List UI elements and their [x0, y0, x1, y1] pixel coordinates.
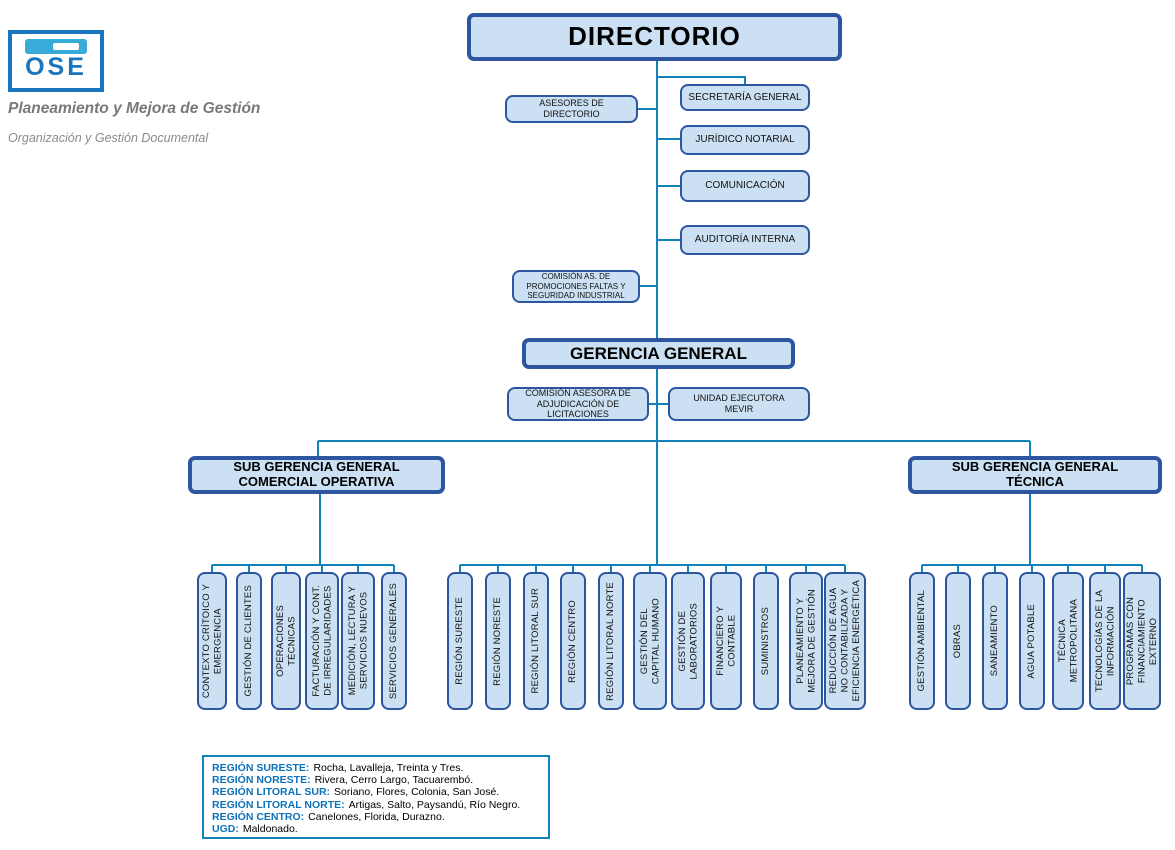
legend-text: Canelones, Florida, Durazno.	[308, 810, 445, 823]
node-unidad-mevir: UNIDAD EJECUTORA MEVIR	[668, 387, 810, 421]
node-gestion-ambiental: GESTIÓN AMBIENTAL	[909, 572, 935, 710]
node-tecnologias-informacion: TECNOLOGÍAS DE LA INFORMACIÓN	[1089, 572, 1121, 710]
legend-text: Maldonado.	[242, 823, 298, 836]
legend-label: REGIÓN NORESTE:	[212, 774, 311, 787]
node-reduccion-agua-no-contabilizada: REDUCCIÓN DE AGUA NO CONTABILIZADA Y EFI…	[824, 572, 866, 710]
node-operaciones-tecnicas: OPERACIONES TÉCNICAS	[271, 572, 301, 710]
node-region-noreste: REGIÓN NORESTE	[485, 572, 511, 710]
region-legend: REGIÓN SURESTE:Rocha, Lavalleja, Treinta…	[202, 755, 550, 839]
node-sub-gerencia-comercial-operativa: SUB GERENCIA GENERAL COMERCIAL OPERATIVA	[188, 456, 445, 494]
ose-logo-text: OSE	[25, 53, 87, 81]
node-comision-licitaciones: COMISIÓN ASESORA DE ADJUDICACIÓN DE LICI…	[507, 387, 649, 421]
legend-label: UGD:	[212, 823, 239, 836]
legend-text: Rivera, Cerro Largo, Tacuarembó.	[314, 774, 474, 787]
legend-text: Artigas, Salto, Paysandú, Río Negro.	[348, 798, 521, 811]
legend-text: Rocha, Lavalleja, Treinta y Tres.	[313, 762, 464, 774]
node-facturacion-irregularidades: FACTURACIÓN Y CONT. DE IRREGULARIDADES	[305, 572, 339, 710]
node-region-sureste: REGIÓN SURESTE	[447, 572, 473, 710]
node-gestion-laboratorios: GESTIÓN DE LABORATORIOS	[671, 572, 705, 710]
node-medicion-lectura-servicios: MEDICIÓN, LECTURA Y SERVICIOS NUEVOS	[341, 572, 375, 710]
legend-text: Soriano, Flores, Colonia, San José.	[334, 786, 500, 799]
node-region-centro: REGIÓN CENTRO	[560, 572, 586, 710]
node-juridico-notarial: JURÍDICO NOTARIAL	[680, 125, 810, 155]
legend-label: REGIÓN LITORAL NORTE:	[212, 798, 345, 811]
legend-row-litoral-sur: REGIÓN LITORAL SUR:Soriano, Flores, Colo…	[212, 786, 540, 798]
legend-row-noreste: REGIÓN NORESTE:Rivera, Cerro Largo, Tacu…	[212, 774, 540, 786]
node-asesores-de-directorio: ASESORES DE DIRECTORIO	[505, 95, 638, 123]
legend-label: REGIÓN CENTRO:	[212, 810, 305, 823]
node-contexto-critoico-emergencia: CONTEXTO CRÍTOICO Y EMERGENCIA	[197, 572, 227, 710]
ose-logo-mark-icon	[25, 39, 87, 54]
node-region-litoral-norte: REGIÓN LITORAL NORTE	[598, 572, 624, 710]
node-sub-gerencia-tecnica: SUB GERENCIA GENERAL TÉCNICA	[908, 456, 1162, 494]
node-gestion-de-clientes: GESTIÓN DE CLIENTES	[236, 572, 262, 710]
node-secretaria-general: SECRETARÍA GENERAL	[680, 84, 810, 111]
node-region-litoral-sur: REGIÓN LITORAL SUR	[523, 572, 549, 710]
node-gestion-capital-humano: GESTIÓN DEL CAPITAL HUMANO	[633, 572, 667, 710]
node-servicios-generales: SERVICIOS GENERALES	[381, 572, 407, 710]
node-comision-promociones: COMISIÓN AS. DE PROMOCIONES FALTAS Y SEG…	[512, 270, 640, 303]
node-programas-financiamiento-externo: PROGRAMAS CON FINANCIAMIENTO EXTERNO	[1123, 572, 1161, 710]
page-title: Planeamiento y Mejora de Gestión	[8, 100, 261, 117]
node-obras: OBRAS	[945, 572, 971, 710]
node-gerencia-general: GERENCIA GENERAL	[522, 338, 795, 369]
node-saneamiento: SANEAMIENTO	[982, 572, 1008, 710]
legend-row-centro: REGIÓN CENTRO:Canelones, Florida, Durazn…	[212, 811, 540, 823]
legend-label: REGIÓN LITORAL SUR:	[212, 786, 331, 799]
legend-row-ugd: UGD:Maldonado.	[212, 823, 540, 835]
node-comunicacion: COMUNICACIÓN	[680, 170, 810, 202]
page-subtitle: Organización y Gestión Documental	[8, 131, 209, 145]
node-directorio: DIRECTORIO	[467, 13, 842, 61]
legend-row-sureste: REGIÓN SURESTE:Rocha, Lavalleja, Treinta…	[212, 762, 540, 774]
legend-label: REGIÓN SURESTE:	[212, 762, 310, 774]
legend-row-litoral-norte: REGIÓN LITORAL NORTE:Artigas, Salto, Pay…	[212, 799, 540, 811]
node-suministros: SUMINISTROS	[753, 572, 779, 710]
ose-logo-pill-icon	[53, 43, 79, 50]
node-auditoria-interna: AUDITORÍA INTERNA	[680, 225, 810, 255]
ose-logo: OSE	[8, 30, 104, 92]
node-planeamiento-mejora-gestion: PLANEAMIENTO Y MEJORA DE GESTIÓN	[789, 572, 823, 710]
node-financiero-contable: FINANCIERO Y CONTABLE	[710, 572, 742, 710]
node-agua-potable: AGUA POTABLE	[1019, 572, 1045, 710]
node-tecnica-metropolitana: TÉCNICA METROPOLITANA	[1052, 572, 1084, 710]
